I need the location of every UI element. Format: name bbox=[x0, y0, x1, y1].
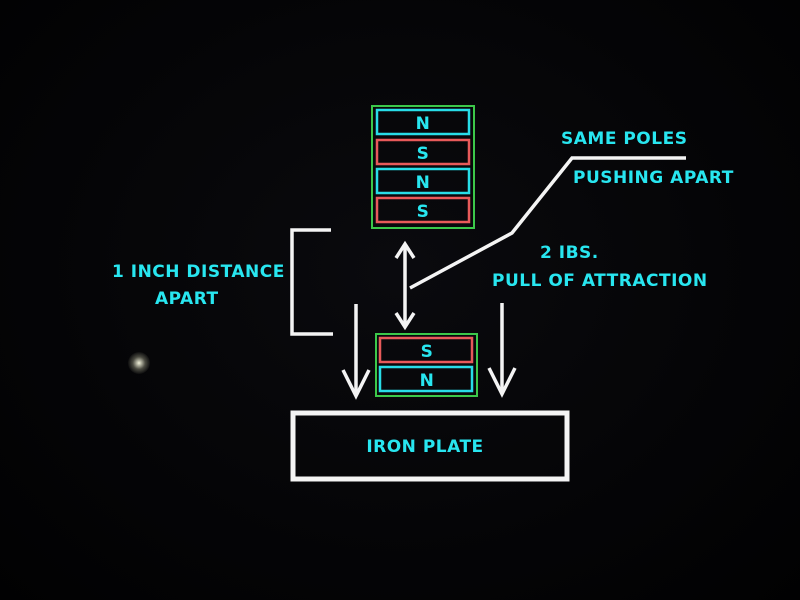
left-pull-arrow-head bbox=[341, 369, 371, 400]
bottom-magnet-2-pole: N bbox=[420, 371, 435, 391]
pull-weight-label: 2 IBS. bbox=[540, 243, 599, 263]
bottom-magnet-1-pole: S bbox=[421, 342, 434, 362]
top-magnet-3-bar bbox=[375, 167, 471, 195]
distance-double-arrow bbox=[394, 240, 416, 331]
top-magnet-2-bar bbox=[375, 138, 471, 166]
bottom-magnet-2-bar bbox=[378, 365, 474, 393]
top-magnet-stack: N S N S bbox=[371, 105, 475, 229]
distance-apart-label: APART bbox=[155, 289, 219, 309]
iron-plate-outline bbox=[290, 410, 570, 482]
top-magnet-2-pole: S bbox=[417, 144, 430, 164]
top-magnet-3-pole: N bbox=[416, 173, 431, 193]
same-poles-leader-line bbox=[409, 156, 686, 290]
bottom-magnet-stack: S N bbox=[375, 333, 478, 397]
top-magnet-segment-3: N bbox=[375, 167, 471, 195]
pull-of-attraction-label: PULL OF ATTRACTION bbox=[492, 271, 708, 291]
top-magnet-4-pole: S bbox=[417, 202, 430, 222]
distance-bracket bbox=[290, 228, 333, 336]
top-magnet-segment-1: N bbox=[375, 108, 471, 136]
top-magnet-segment-2: S bbox=[375, 138, 471, 166]
top-magnet-1-pole: N bbox=[416, 114, 431, 134]
top-magnet-1-bar bbox=[375, 108, 471, 136]
distance-label: 1 INCH DISTANCE bbox=[112, 262, 285, 282]
light-reflection bbox=[128, 352, 150, 374]
pushing-apart-label: PUSHING APART bbox=[573, 168, 734, 188]
bottom-magnet-1-bar bbox=[378, 336, 474, 364]
top-stack-frame bbox=[371, 105, 475, 229]
distance-arrow-head-up bbox=[394, 240, 416, 259]
right-pull-arrow bbox=[487, 303, 517, 398]
same-poles-label: SAME POLES bbox=[561, 129, 687, 149]
top-magnet-4-bar bbox=[375, 196, 471, 224]
bottom-stack-frame bbox=[375, 333, 478, 397]
left-pull-arrow bbox=[341, 304, 371, 400]
top-magnet-segment-4: S bbox=[375, 196, 471, 224]
right-pull-arrow-head bbox=[487, 367, 517, 398]
bottom-magnet-segment-1: S bbox=[378, 336, 474, 364]
bottom-magnet-segment-2: N bbox=[378, 365, 474, 393]
iron-plate-label: IRON PLATE bbox=[366, 437, 483, 457]
iron-plate: IRON PLATE bbox=[290, 410, 570, 482]
distance-arrow-head-down bbox=[394, 312, 416, 331]
